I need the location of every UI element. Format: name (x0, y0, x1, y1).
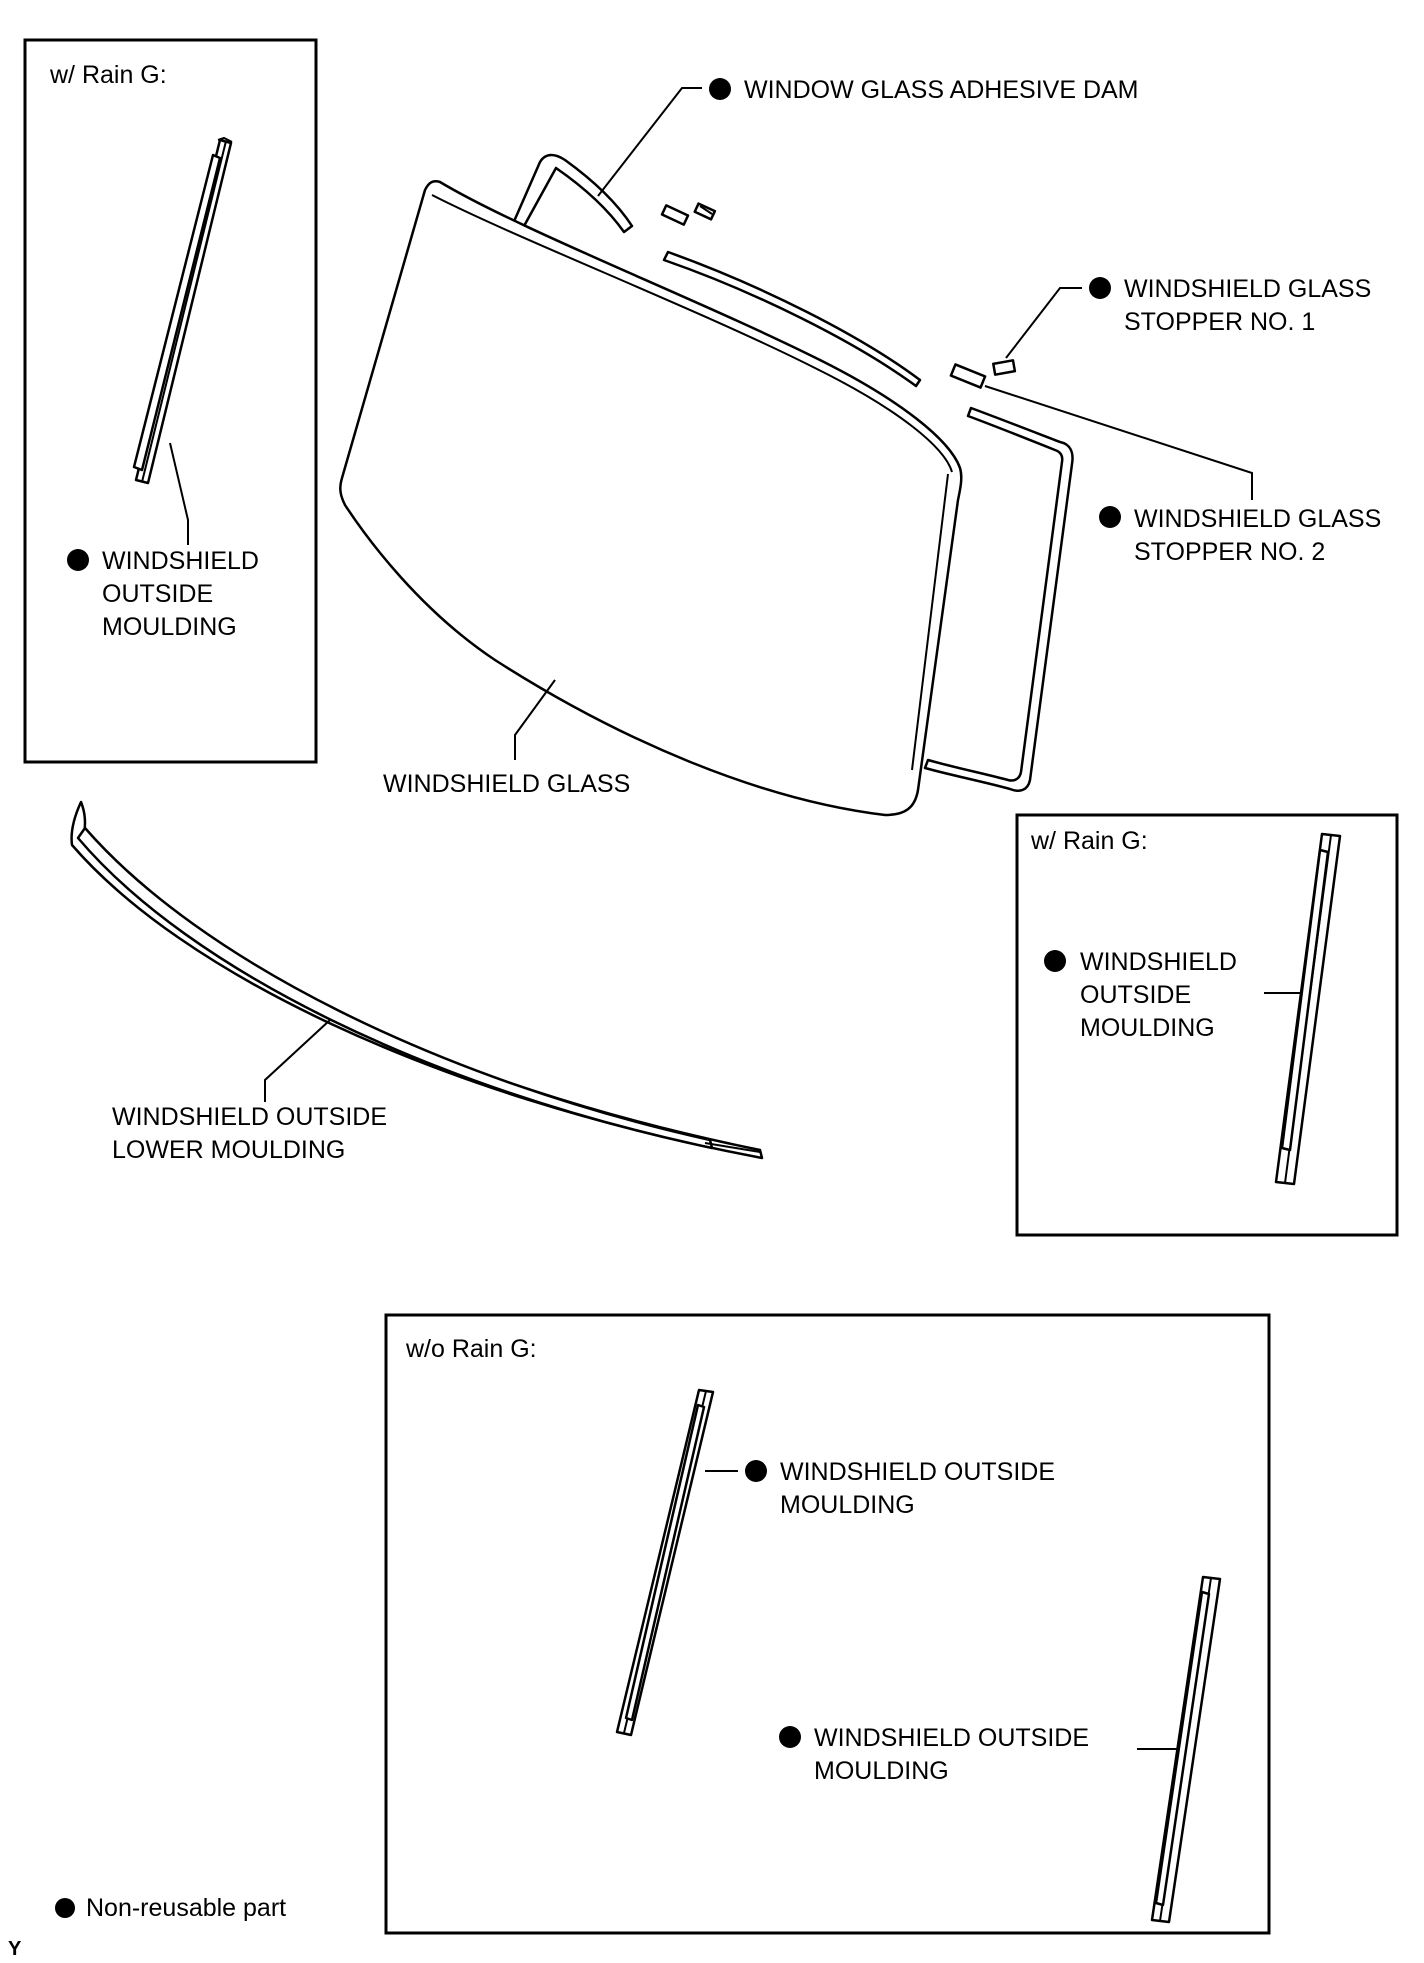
leader-stopper-1 (1005, 287, 1082, 359)
leader-windshield-glass (514, 679, 556, 760)
windshield-glass-part (339, 180, 963, 817)
adhesive-dam-label: WINDOW GLASS ADHESIVE DAM (744, 76, 1139, 104)
bottom-moulding-a-label: WINDSHIELD OUTSIDE MOULDING (780, 1458, 1062, 1519)
bottom-moulding-b-label: WINDSHIELD OUTSIDE MOULDING (814, 1724, 1096, 1785)
leader-lower-moulding (264, 1019, 331, 1102)
non-reusable-marker (779, 1726, 801, 1748)
legend-text: Non-reusable part (86, 1894, 286, 1922)
inset-right-frame (1015, 813, 1399, 1237)
stopper-1-label: WINDSHIELD GLASS STOPPER NO. 1 (1124, 275, 1378, 336)
non-reusable-marker (55, 1898, 75, 1918)
side-moulding-part (1150, 1575, 1222, 1924)
footer-code: Y (8, 1938, 22, 1960)
left-inset-moulding-label: WINDSHIELD OUTSIDE MOULDING (102, 547, 266, 641)
non-reusable-marker (1099, 506, 1121, 528)
legend: Non-reusable part (55, 1894, 286, 1922)
lower-moulding-label: WINDSHIELD OUTSIDE LOWER MOULDING (112, 1103, 394, 1164)
windshield-glass-label: WINDSHIELD GLASS (383, 770, 630, 798)
non-reusable-marker (1089, 277, 1111, 299)
inset-bottom-title: w/o Rain G: (405, 1335, 537, 1363)
inset-top-left-frame (23, 38, 318, 764)
non-reusable-marker (1044, 950, 1066, 972)
lower-moulding-part (70, 800, 764, 1160)
side-moulding-part (615, 1388, 715, 1737)
non-reusable-marker (745, 1460, 767, 1482)
non-reusable-marker (67, 549, 89, 571)
inset-top-left: w/ Rain G: WINDSHIELD OUTSIDE MOULDING (23, 38, 318, 764)
inset-right-title: w/ Rain G: (1030, 827, 1148, 855)
stopper-no2-part (949, 363, 987, 389)
stopper-2-label: WINDSHIELD GLASS STOPPER NO. 2 (1134, 505, 1388, 566)
inset-top-left-title: w/ Rain G: (49, 61, 167, 89)
leader-left-inset-moulding (169, 442, 189, 545)
inset-bottom: w/o Rain G: WINDSHIELD OUTSIDE MOULDING … (384, 1313, 1271, 1935)
stopper-no1-part (992, 359, 1017, 376)
side-moulding-part (1274, 832, 1342, 1186)
inset-bottom-frame (384, 1313, 1271, 1935)
side-moulding-part (132, 136, 233, 485)
inset-right: w/ Rain G: WINDSHIELD OUTSIDE MOULDING (1015, 813, 1399, 1237)
leader-stopper-2 (984, 385, 1253, 500)
adhesive-dam-part (503, 153, 1074, 792)
right-inset-moulding-label: WINDSHIELD OUTSIDE MOULDING (1080, 948, 1244, 1042)
leader-adhesive-dam (597, 87, 702, 197)
non-reusable-marker (709, 78, 731, 100)
